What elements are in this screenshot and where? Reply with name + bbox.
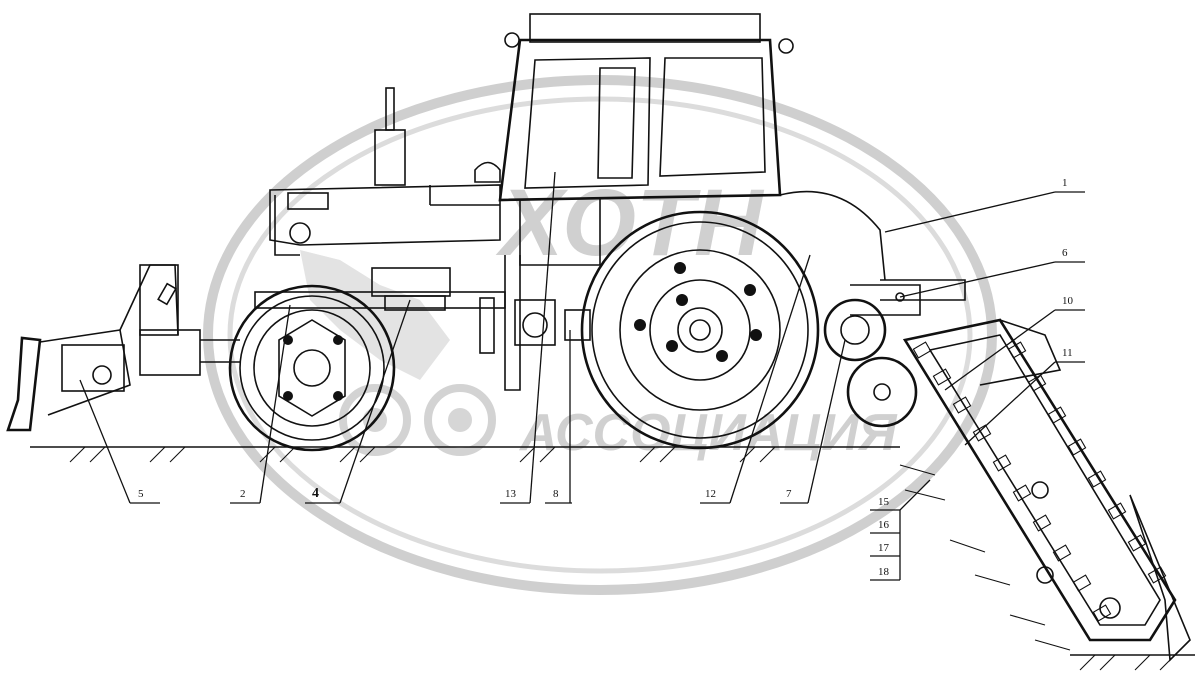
callout-17: 17 <box>878 542 890 554</box>
tractor-frame <box>254 255 591 391</box>
callout-16: 16 <box>878 519 890 531</box>
callout-11: 11 <box>1062 347 1073 359</box>
callout-18: 18 <box>878 566 890 578</box>
callout-7: 7 <box>786 488 792 500</box>
callout-6: 6 <box>1062 247 1068 259</box>
dozer-blade <box>6 264 240 432</box>
front-wheel <box>228 284 396 452</box>
rear-wheel <box>580 210 820 450</box>
watermark-line2: АССОЦИАЦИЯ <box>518 404 898 462</box>
callout-leaders <box>79 171 1085 581</box>
callout-2: 2 <box>240 488 246 500</box>
ground-line <box>30 446 1195 671</box>
callout-1: 1 <box>1062 177 1068 189</box>
callout-8: 8 <box>553 488 559 500</box>
watermark: ХОТН АССОЦИАЦИЯ <box>203 75 997 595</box>
watermark-gear-icon <box>339 384 496 456</box>
callout-13: 13 <box>505 488 517 500</box>
tractor-cab <box>498 13 886 281</box>
callout-5: 5 <box>138 488 144 500</box>
callout-10: 10 <box>1062 295 1074 307</box>
trencher-drive <box>823 279 966 428</box>
callout-labels: 1 6 10 11 5 2 4 13 8 12 7 15 16 17 18 <box>138 177 1074 578</box>
trencher-boom <box>899 318 1191 662</box>
callout-12: 12 <box>705 488 716 500</box>
callout-15: 15 <box>878 496 890 508</box>
tractor-hood <box>269 87 501 256</box>
callout-4: 4 <box>312 486 319 501</box>
